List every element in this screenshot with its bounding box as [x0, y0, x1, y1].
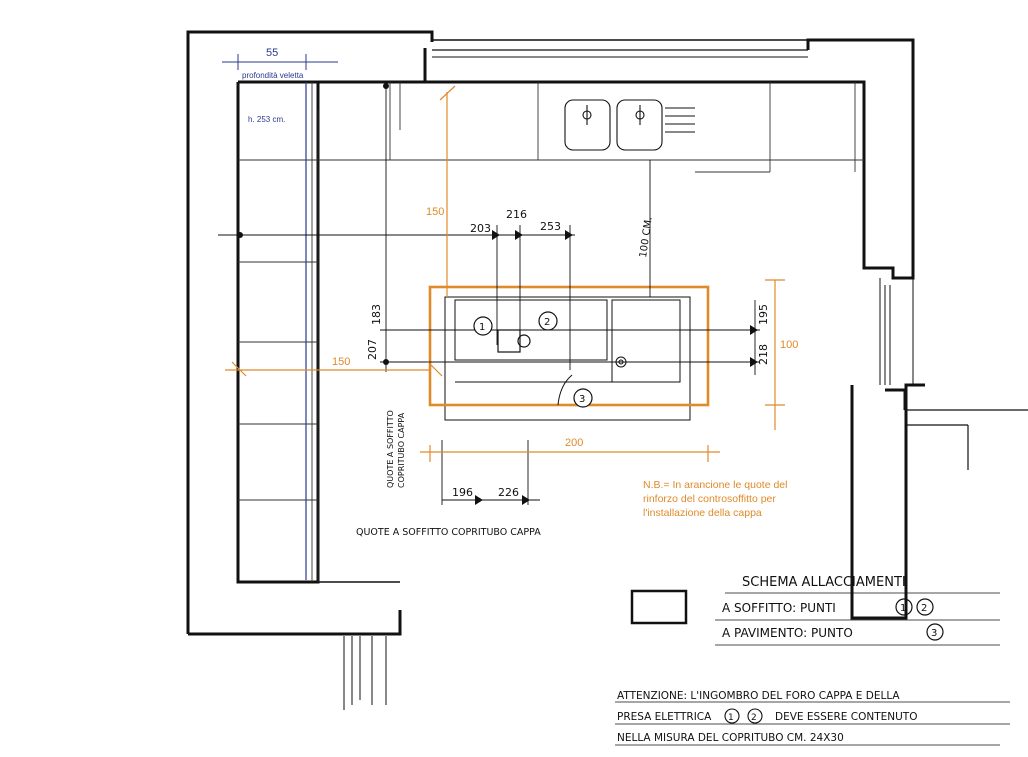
wall-left-outer [186, 30, 434, 634]
warning-block: ATTENZIONE: L'INGOMBRO DEL FORO CAPPA E … [615, 690, 1010, 746]
dimension-lines [218, 82, 760, 505]
dim-226: 226 [498, 486, 519, 499]
legend-title: SCHEMA ALLACCIAMENTI [742, 575, 906, 590]
dim-195: 195 [757, 304, 770, 325]
dim-55: 55 [266, 47, 278, 59]
point-2-marker: 2 [538, 311, 558, 331]
dimension-ticks [237, 83, 758, 505]
wall-right-lower [850, 383, 925, 620]
warning-p2: 2 [751, 713, 757, 723]
wall-top-left-thick [423, 38, 915, 280]
dim-150-left: 150 [332, 356, 350, 368]
hood-reinforcement [428, 285, 710, 407]
warning-line3: NELLA MISURA DEL COPRITUBO CM. 24X30 [617, 732, 844, 744]
warning-line2a: PRESA ELETTRICA [617, 711, 712, 723]
legend-symbol [630, 589, 688, 625]
dim-183: 183 [370, 304, 383, 325]
legend: SCHEMA ALLACCIAMENTI A SOFFITTO: PUNTI 1… [630, 575, 1000, 646]
svg-text:3: 3 [579, 394, 585, 405]
dim-150-top: 150 [426, 206, 444, 218]
point-markers: 1 2 3 [473, 311, 593, 408]
wall-bottom [188, 610, 402, 636]
dim-203: 203 [470, 222, 491, 235]
island [444, 296, 691, 421]
dim-200: 200 [565, 437, 583, 449]
door-bottom [343, 636, 387, 710]
legend-p1: 1 [900, 603, 906, 614]
orange-dimensions [225, 85, 785, 462]
svg-text:1: 1 [479, 322, 485, 333]
dim-253: 253 [540, 220, 561, 233]
dim-h253: h. 253 cm. [248, 115, 285, 124]
quote-vertical-1: QUOTE A SOFFITTO [386, 410, 395, 488]
sink-top [564, 99, 695, 151]
veletta-dimension [222, 54, 338, 70]
legend-line1: A SOFFITTO: PUNTI [722, 601, 836, 615]
dim-218: 218 [757, 344, 770, 365]
dim-196: 196 [452, 486, 473, 499]
legend-p3: 3 [931, 628, 937, 639]
dim-207: 207 [366, 339, 379, 360]
legend-line2: A PAVIMENTO: PUNTO [722, 626, 853, 640]
dim-216: 216 [506, 208, 527, 221]
point-3-marker: 3 [573, 388, 593, 408]
orange-note: N.B.= In arancione le quote del rinforzo… [643, 479, 788, 519]
dim-100cm: 100 CM. [638, 216, 655, 258]
legend-p2: 2 [921, 603, 927, 614]
warning-line1: ATTENZIONE: L'INGOMBRO DEL FORO CAPPA E … [617, 690, 900, 702]
hood-hole [497, 329, 521, 353]
walls [186, 30, 1028, 636]
point-1-marker: 1 [473, 316, 493, 336]
veletta-label: profondità veletta [242, 71, 304, 80]
window-right [879, 278, 914, 385]
warning-line2b: DEVE ESSERE CONTENUTO [775, 711, 917, 723]
cabinets [238, 82, 864, 582]
quote-vertical-2: COPRITUBO CAPPA [397, 412, 406, 488]
dim-100: 100 [780, 339, 798, 351]
warning-p1: 1 [728, 713, 734, 723]
svg-text:2: 2 [544, 317, 550, 328]
quote-horizontal: QUOTE A SOFFITTO COPRITUBO CAPPA [356, 527, 541, 538]
wall-right-lower-2 [885, 388, 907, 410]
